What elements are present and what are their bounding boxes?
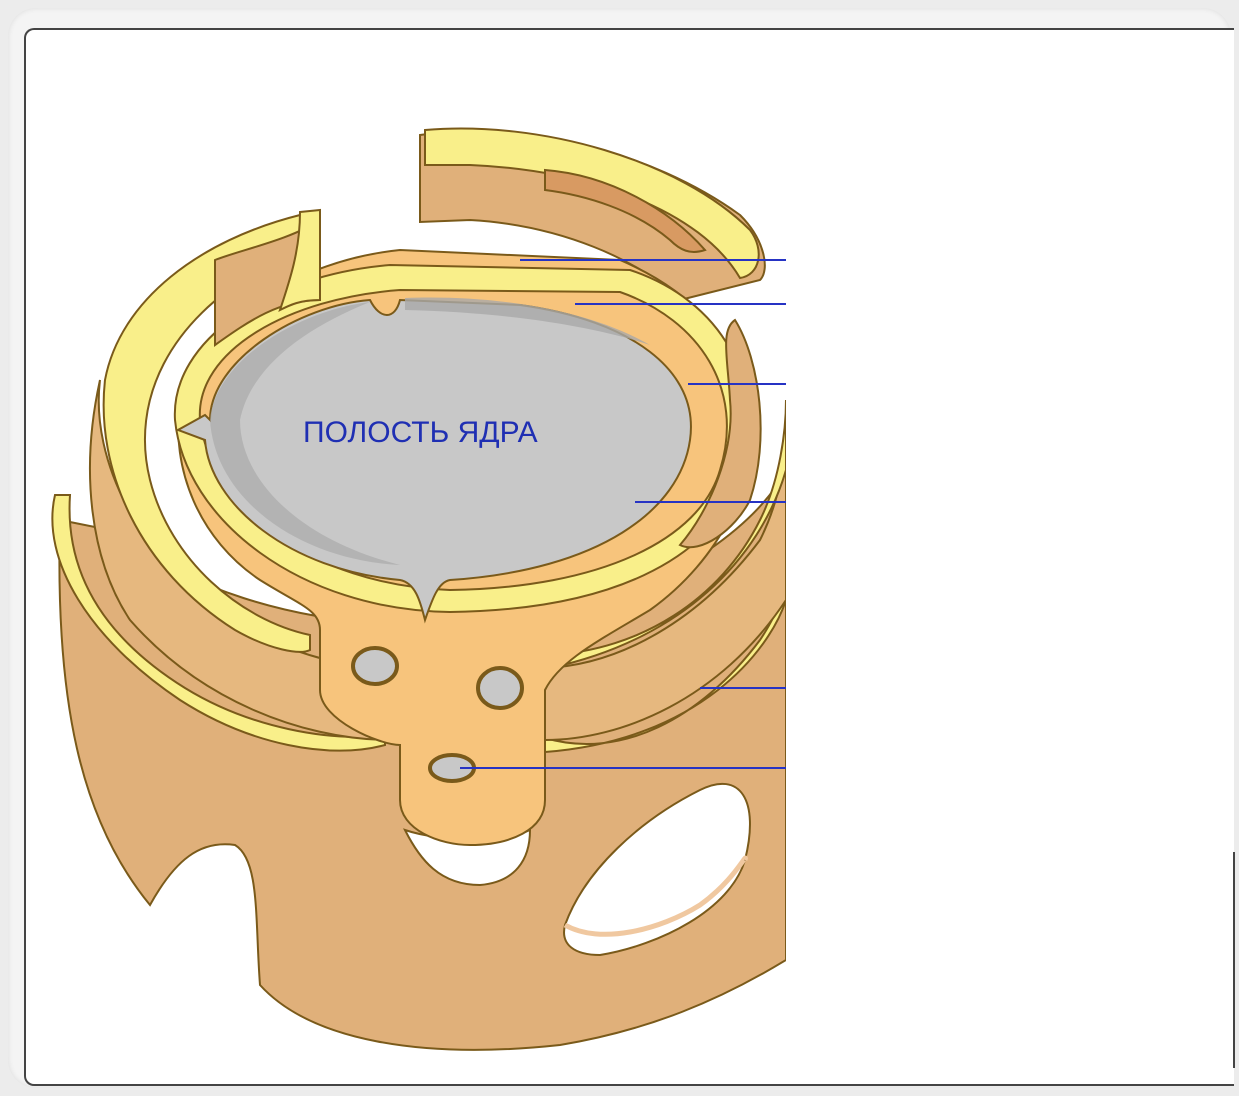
nuclear-cavity-shade	[210, 302, 400, 565]
panel-edge-line	[1233, 852, 1235, 1068]
right-lumen-strip	[678, 318, 762, 549]
lower-opening-right	[563, 783, 751, 957]
nuclear-cavity-shade-top	[405, 297, 650, 345]
nuclear-pore	[351, 646, 399, 686]
envelope-drawing	[51, 127, 786, 1051]
left-partition-membrane	[278, 208, 321, 312]
top-back-slot	[544, 168, 707, 253]
nuclear-pore	[476, 666, 524, 710]
lower-opening-rim	[563, 855, 748, 937]
cavity-label: ПОЛОСТЬ ЯДРА	[303, 416, 538, 449]
outer-envelope-ring-right	[549, 399, 786, 670]
